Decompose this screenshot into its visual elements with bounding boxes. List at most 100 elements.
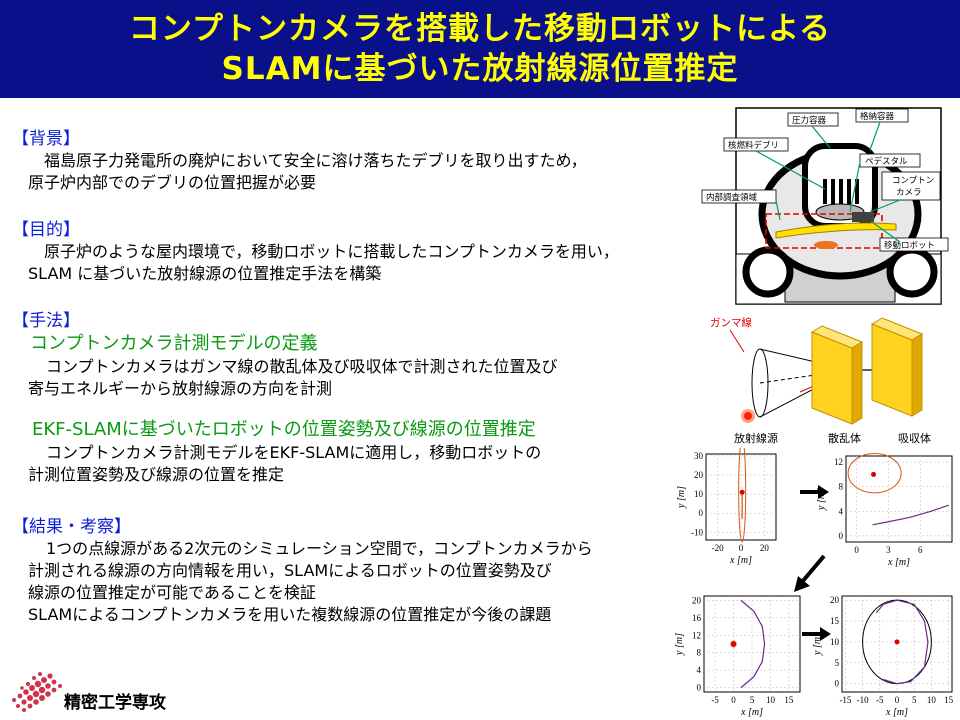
y-tick-label: 0 (835, 679, 840, 689)
x-tick-label: -20 (712, 543, 724, 553)
y-tick-label: 0 (839, 531, 844, 541)
plot-area (845, 455, 953, 543)
x-tick-label: -10 (857, 695, 869, 705)
y-axis-label: y [m] (812, 633, 823, 656)
plot-area (705, 453, 777, 541)
gamma-ray-label: ガンマ線 (710, 316, 752, 329)
title-line-1: コンプトンカメラを搭載した移動ロボットによる (128, 11, 832, 47)
label-containment: 格納容器 (860, 111, 895, 121)
source-marker (894, 639, 900, 645)
title-banner: コンプトンカメラを搭載した移動ロボットによる SLAMに基づいた放射線源位置推定 (0, 0, 960, 98)
x-tick-label: 0 (731, 695, 736, 705)
x-tick-label: 0 (739, 543, 744, 553)
x-tick-label: 5 (750, 695, 755, 705)
y-tick-label: 5 (835, 658, 840, 668)
x-tick-label: 0 (895, 695, 900, 705)
y-axis-label: y [m] (816, 488, 827, 511)
y-tick-label: 20 (692, 595, 702, 605)
compton-camera-diagram: ガンマ線 θ 放射線源 散乱体 吸収体 (710, 316, 931, 444)
purpose-text: SLAM に基づいた放射線源の位置推定手法を構築 (28, 264, 382, 283)
x-tick-label: 15 (784, 695, 794, 705)
department-name: 精密工学専攻 (64, 693, 166, 713)
y-tick-label: 15 (830, 616, 840, 626)
reactor-diagram: 圧力容器 格納容器 核燃料デブリ ペデスタル コンプトン カメラ 内部調査領域 … (701, 107, 949, 305)
arrow-right-icon (802, 627, 831, 641)
x-tick-label: 6 (918, 545, 923, 555)
x-tick-label: -5 (876, 695, 884, 705)
y-tick-label: -10 (691, 527, 703, 537)
trajectory-line (740, 599, 766, 689)
y-tick-label: 16 (692, 613, 702, 623)
y-tick-label: 10 (830, 637, 840, 647)
trajectory-line (872, 504, 950, 526)
background-heading: 【背景】 (12, 129, 80, 149)
method-text: 計測位置姿勢及び線源の位置を推定 (28, 465, 285, 484)
uncertainty-ellipse (730, 640, 737, 648)
label-fuel-debris: 核燃料デブリ (728, 140, 779, 150)
y-tick-label: 0 (697, 683, 702, 693)
source-marker (731, 641, 737, 647)
x-axis-label: x [m] (729, 555, 752, 566)
plot-2: 0 3 6 0 4 8 12 x [m] y [m] (816, 453, 953, 568)
label-pedestal: ペデスタル (865, 156, 908, 166)
arrow-down-left-icon (794, 554, 826, 592)
method-text: コンプトンカメラ計測モデルをEKF-SLAMに適用し，移動ロボットの (46, 443, 542, 462)
y-tick-label: 20 (694, 470, 704, 480)
scatterer-label: 散乱体 (828, 431, 861, 444)
absorber-block (870, 317, 924, 417)
purpose-text: 原子炉のような屋内環境で，移動ロボットに搭載したコンプトンカメラを用い， (44, 242, 619, 261)
label-inspection-area: 内部調査領域 (706, 192, 758, 202)
method-subheading: コンプトンカメラ計測モデルの定義 (30, 333, 318, 354)
y-tick-label: 4 (839, 506, 844, 516)
results-text: 線源の位置推定が可能であることを検証 (28, 583, 316, 602)
y-tick-label: 12 (834, 457, 843, 467)
y-tick-label: 8 (697, 648, 702, 658)
source-label: 放射線源 (734, 431, 778, 444)
x-tick-label: 20 (760, 543, 770, 553)
background-text: 福島原子力発電所の廃炉において安全に溶け落ちたデブリを取り出すため， (44, 151, 587, 170)
trajectory-line (875, 599, 929, 685)
y-tick-label: 12 (692, 630, 701, 640)
y-tick-label: 0 (699, 508, 704, 518)
scatterer-block (810, 325, 864, 425)
label-pressure-vessel: 圧力容器 (792, 115, 827, 125)
method-text: コンプトンカメラはガンマ線の散乱体及び吸収体で計測された位置及び (46, 357, 558, 376)
y-tick-label: 30 (694, 451, 704, 461)
x-tick-label: -15 (839, 695, 851, 705)
absorber-label: 吸収体 (898, 431, 931, 444)
x-axis-label: x [m] (887, 557, 910, 568)
uncertainty-ellipse (738, 448, 747, 543)
x-tick-label: 10 (766, 695, 776, 705)
results-text: SLAMによるコンプトンカメラを用いた複数線源の位置推定が今後の課題 (28, 605, 552, 624)
x-tick-label: 3 (886, 545, 891, 555)
y-axis-label: y [m] (676, 486, 687, 509)
results-heading: 【結果・考察】 (12, 517, 131, 537)
label-camera: カメラ (896, 187, 922, 197)
method-text: 寄与エネルギーから放射線源の方向を計測 (28, 379, 333, 398)
purpose-heading: 【目的】 (12, 220, 80, 240)
x-tick-label: 5 (912, 695, 917, 705)
x-tick-label: 10 (927, 695, 937, 705)
y-tick-label: 8 (839, 482, 844, 492)
x-axis-label: x [m] (885, 707, 908, 718)
arrow-right-icon (800, 485, 829, 499)
y-tick-label: 4 (697, 665, 702, 675)
source-marker (871, 471, 877, 477)
source-marker (739, 489, 745, 495)
title-line-2: SLAMに基づいた放射線源位置推定 (221, 51, 739, 87)
x-tick-label: 15 (944, 695, 954, 705)
method-subheading: EKF-SLAMに基づいたロボットの位置姿勢及び線源の位置推定 (32, 419, 536, 440)
background-text: 原子炉内部でのデブリの位置把握が必要 (28, 173, 317, 192)
main-text: 【背景】 福島原子力発電所の廃炉において安全に溶け落ちたデブリを取り出すため， … (12, 128, 702, 626)
label-mobile-robot: 移動ロボット (884, 240, 935, 250)
uncertainty-ellipse (847, 453, 902, 494)
y-axis-label: y [m] (674, 633, 685, 656)
label-compton: コンプトン (892, 175, 934, 185)
x-tick-label: 0 (854, 545, 859, 555)
x-axis-label: x [m] (740, 707, 763, 718)
results-text: 1つの点線源がある2次元のシミュレーション空間で，コンプトンカメラから (46, 539, 593, 558)
logo-mark (12, 672, 62, 712)
